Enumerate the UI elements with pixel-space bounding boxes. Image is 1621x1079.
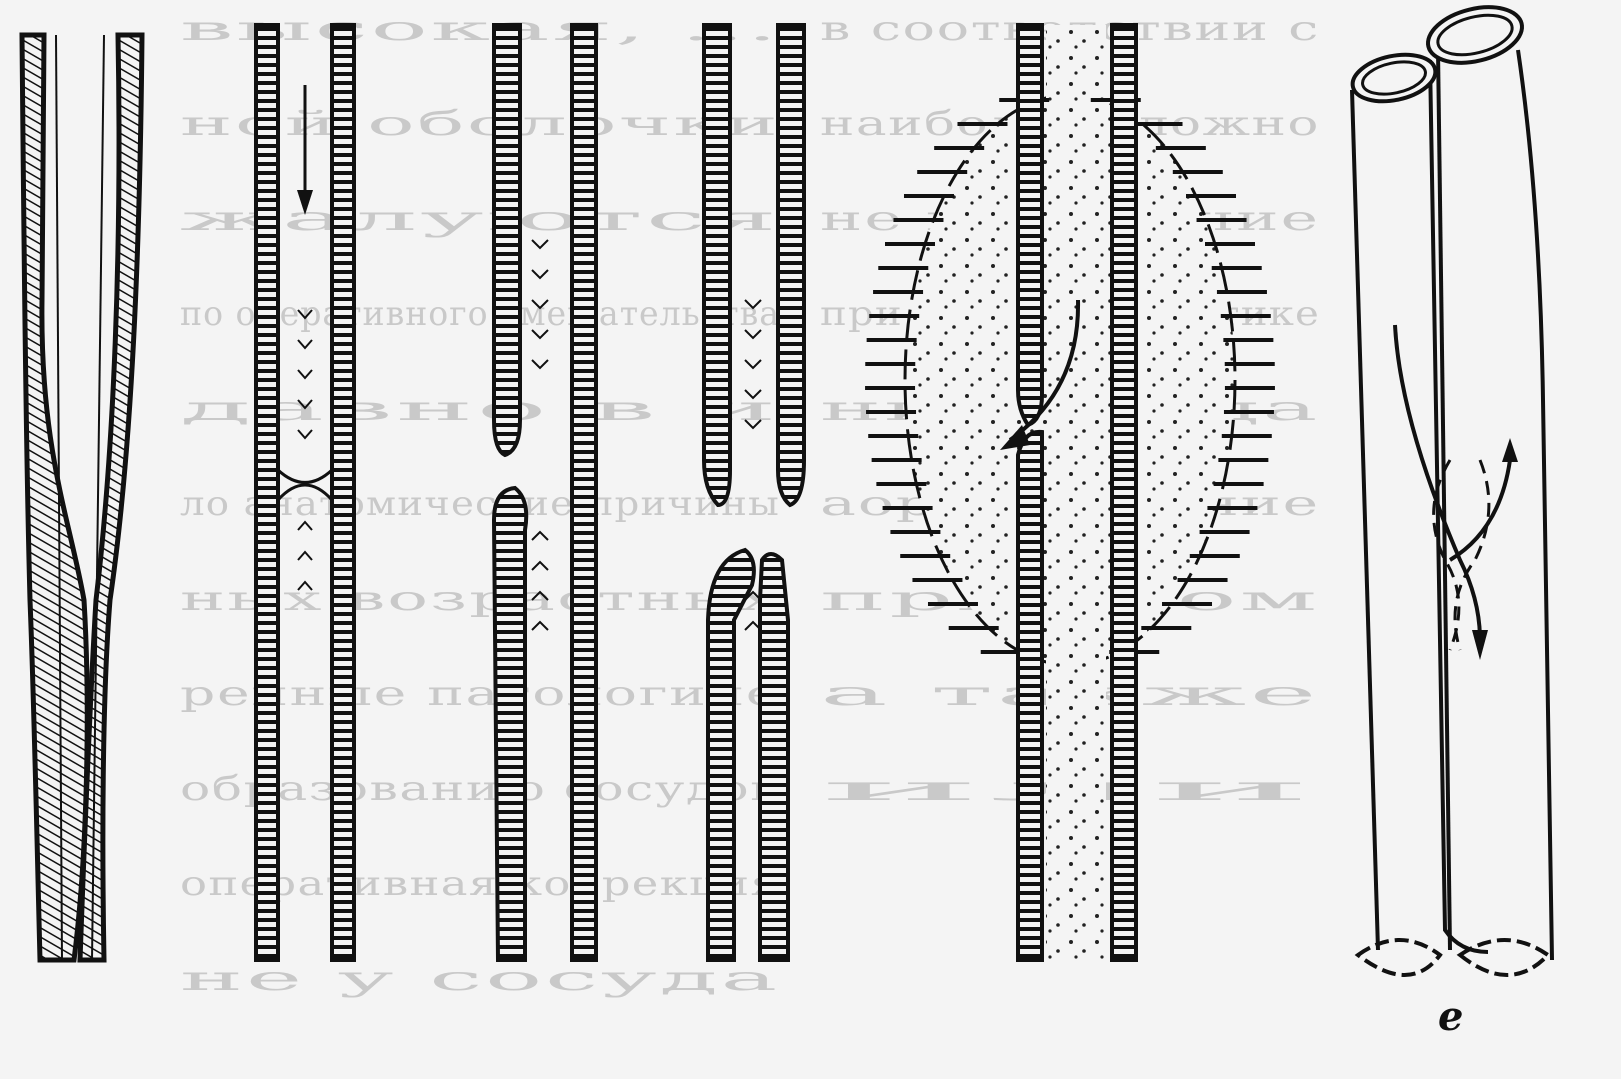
panel-label-e: е: [1438, 993, 1463, 1040]
panel-e-vessel-in-tissue: [865, 25, 1275, 960]
panel-a-vessel: [22, 35, 142, 960]
panel-e-side-by-side-tubes: е: [1348, 0, 1552, 1040]
bleed-text-line: не у сосуда: [180, 959, 780, 999]
